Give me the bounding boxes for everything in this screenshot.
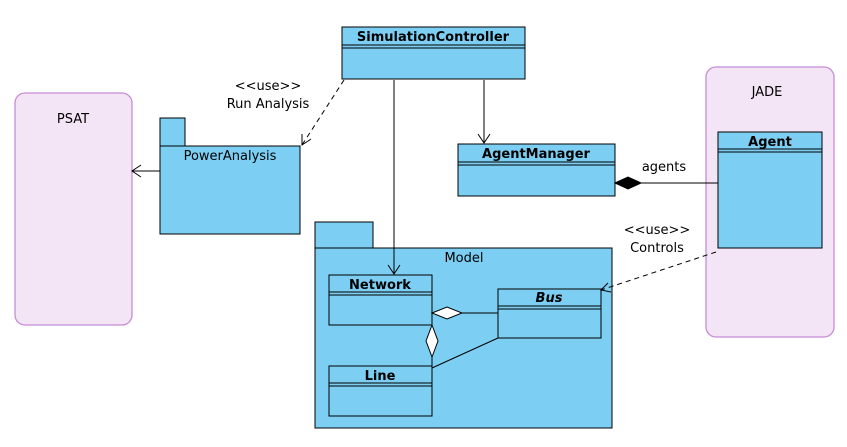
controller-to-agent-manager-arrow bbox=[477, 80, 491, 144]
agent-label: Agent bbox=[748, 135, 792, 150]
network-class[interactable]: Network bbox=[328, 274, 433, 326]
simulation-controller-label: SimulationController bbox=[357, 30, 510, 45]
agent-class[interactable]: Agent bbox=[717, 131, 823, 249]
agent-manager-agent-composition bbox=[613, 176, 718, 190]
agents-label: agents bbox=[642, 160, 687, 175]
bus-line-association bbox=[431, 337, 499, 369]
power-analysis-to-psat-arrow bbox=[131, 164, 160, 178]
power-analysis-package[interactable]: PowerAnalysis bbox=[159, 117, 301, 235]
psat-label: PSAT bbox=[57, 112, 89, 127]
network-bus-aggregation bbox=[430, 306, 498, 320]
use-stereotype-right: <<use>> bbox=[624, 223, 691, 238]
run-analysis-label: Run Analysis bbox=[227, 97, 310, 112]
agent-manager-label: AgentManager bbox=[482, 147, 591, 162]
line-class[interactable]: Line bbox=[328, 365, 433, 417]
model-label: Model bbox=[444, 251, 483, 266]
network-label: Network bbox=[349, 278, 411, 293]
psat-container[interactable]: PSAT bbox=[14, 92, 133, 326]
use-stereotype-top: <<use>> bbox=[235, 79, 302, 94]
controller-uses-power-analysis-arrow bbox=[301, 79, 345, 146]
controller-to-network-arrow bbox=[387, 80, 401, 275]
bus-class[interactable]: Bus bbox=[497, 288, 602, 339]
bus-label: Bus bbox=[536, 291, 563, 306]
agent-manager-class[interactable]: AgentManager bbox=[457, 143, 616, 197]
agent-controls-bus-arrow bbox=[599, 251, 717, 293]
controls-label: Controls bbox=[630, 241, 684, 256]
line-label: Line bbox=[365, 369, 396, 384]
power-analysis-label: PowerAnalysis bbox=[184, 149, 277, 164]
simulation-controller-class[interactable]: SimulationController bbox=[341, 26, 526, 80]
network-line-aggregation bbox=[425, 323, 439, 366]
jade-label: JADE bbox=[751, 85, 783, 100]
